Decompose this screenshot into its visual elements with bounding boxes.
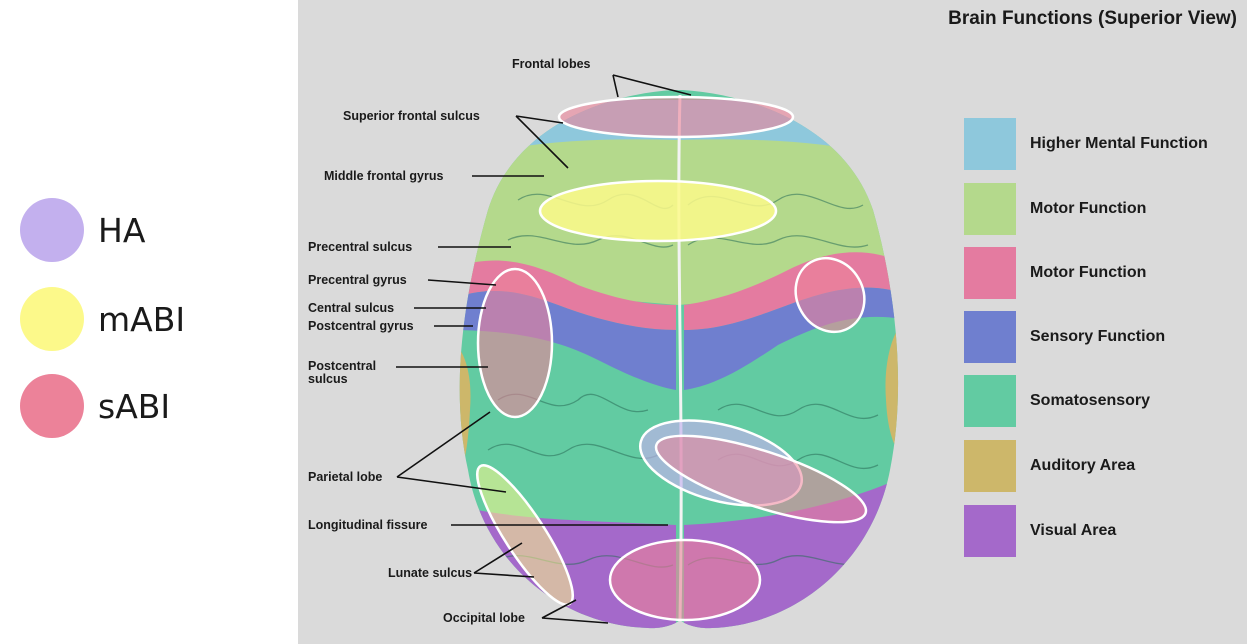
- sabi-left-central-ellipse: [478, 269, 552, 417]
- key-label: Motor Function: [1030, 200, 1146, 218]
- mabi-frontal-ellipse: [540, 181, 776, 241]
- sabi-frontal-ellipse: [559, 97, 793, 137]
- key-swatch: [964, 440, 1016, 492]
- label-central-sulcus: Central sulcus: [308, 301, 394, 315]
- brain-figure: Frontal lobes Superior frontal sulcus Mi…: [298, 0, 1247, 644]
- ha-color-dot: [20, 198, 84, 262]
- key-item-somatosensory: Somatosensory: [964, 374, 1150, 428]
- key-item-motor-function-pink: Motor Function: [964, 246, 1146, 300]
- key-item-higher-mental-function: Higher Mental Function: [964, 117, 1208, 171]
- label-middle-frontal-gyrus: Middle frontal gyrus: [324, 169, 444, 183]
- label-postcentral-sulcus-line2: sulcus: [308, 372, 348, 386]
- key-item-sensory-function: Sensory Function: [964, 310, 1165, 364]
- label-postcentral-sulcus-line1: Postcentral: [308, 359, 376, 373]
- label-postcentral-gyrus: Postcentral gyrus: [308, 319, 414, 333]
- label-precentral-sulcus: Precentral sulcus: [308, 240, 412, 254]
- label-parietal-lobe: Parietal lobe: [308, 470, 382, 484]
- label-occipital-lobe: Occipital lobe: [443, 611, 525, 625]
- sabi-color-dot: [20, 374, 84, 438]
- key-label: Sensory Function: [1030, 328, 1165, 346]
- key-item-auditory-area: Auditory Area: [964, 439, 1135, 493]
- label-lunate-sulcus: Lunate sulcus: [388, 566, 472, 580]
- key-label: Motor Function: [1030, 264, 1146, 282]
- figure-title: Brain Functions (Superior View): [948, 8, 1237, 30]
- key-label: Higher Mental Function: [1030, 135, 1208, 153]
- left-legend: HA mABI sABI: [0, 0, 298, 644]
- key-swatch: [964, 311, 1016, 363]
- legend-item-sabi: sABI: [20, 373, 170, 439]
- legend-item-ha: HA: [20, 197, 145, 263]
- mabi-color-dot: [20, 287, 84, 351]
- sabi-occipital-ellipse: [610, 540, 760, 620]
- key-swatch: [964, 247, 1016, 299]
- key-swatch: [964, 505, 1016, 557]
- label-longitudinal-fissure: Longitudinal fissure: [308, 518, 427, 532]
- legend-label-mabi: mABI: [98, 300, 185, 339]
- legend-label-sabi: sABI: [98, 387, 170, 426]
- key-swatch: [964, 375, 1016, 427]
- label-precentral-gyrus: Precentral gyrus: [308, 273, 407, 287]
- key-item-motor-function-green: Motor Function: [964, 182, 1146, 236]
- key-label: Auditory Area: [1030, 457, 1135, 475]
- key-swatch: [964, 183, 1016, 235]
- key-label: Somatosensory: [1030, 392, 1150, 410]
- label-frontal-lobes: Frontal lobes: [512, 57, 591, 71]
- legend-label-ha: HA: [98, 211, 145, 250]
- key-label: Visual Area: [1030, 522, 1116, 540]
- legend-item-mabi: mABI: [20, 286, 185, 352]
- key-swatch: [964, 118, 1016, 170]
- label-superior-frontal-sulcus: Superior frontal sulcus: [343, 109, 480, 123]
- key-item-visual-area: Visual Area: [964, 504, 1116, 558]
